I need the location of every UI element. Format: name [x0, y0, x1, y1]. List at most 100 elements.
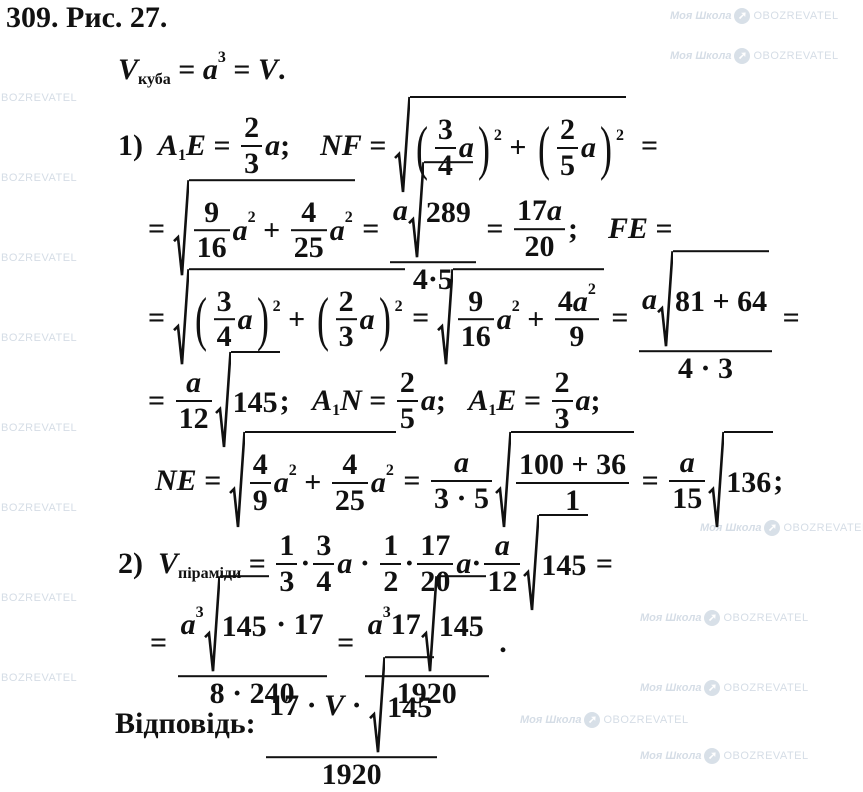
fraction-denominator: 8 · 240 — [207, 677, 298, 711]
math-variable: a — [202, 53, 218, 87]
math-variable: a — [496, 302, 512, 336]
math-text: = — [225, 53, 259, 87]
watermark-partner: OBOZREVATEL — [603, 714, 689, 726]
square-root: 145 — [215, 351, 280, 451]
math-variable: a — [329, 213, 345, 247]
square-root: 136 — [708, 431, 774, 531]
left-paren: ( — [194, 286, 207, 353]
fraction-numerator: 3 — [213, 285, 235, 321]
math-variable: V — [324, 689, 345, 723]
fraction-denominator: 9 — [566, 321, 587, 355]
superscript: 3 — [195, 604, 204, 622]
math-text: = — [625, 129, 659, 163]
math-text: = — [361, 384, 394, 418]
math-variable: a — [454, 446, 470, 480]
math-text: + — [296, 465, 329, 499]
math-text: = — [361, 129, 394, 163]
subscript: 1 — [488, 402, 497, 419]
fraction-denominator: 2 — [380, 565, 401, 599]
radical-sign — [495, 431, 511, 531]
math-text: 25 — [293, 231, 324, 265]
superscript: 2 — [344, 209, 353, 227]
math-text: 12 — [487, 565, 518, 598]
fraction-numerator: 1 — [276, 529, 298, 565]
math-variable: A — [468, 384, 489, 418]
math-variable: a — [370, 465, 386, 499]
math-text: . — [278, 53, 286, 87]
math-variable: V — [118, 53, 139, 87]
math-variable: a — [337, 547, 353, 581]
math-variable: V — [158, 547, 179, 581]
radicand: 81 + 64 — [672, 250, 770, 350]
fraction-denominator: 3 — [276, 565, 297, 599]
superscript: 3 — [217, 49, 226, 66]
math-text: . — [491, 626, 507, 660]
watermark-partner: OBOZREVATEL — [0, 422, 78, 434]
fraction-denominator: 1920 — [394, 677, 460, 711]
math-text: 9 — [569, 320, 585, 354]
math-text: = — [404, 301, 437, 335]
math-text: = — [206, 129, 239, 163]
math-text: · — [352, 547, 378, 581]
math-text: · 17 — [268, 608, 324, 642]
radical-sign — [229, 431, 245, 531]
superscript: 3 — [382, 604, 391, 622]
fraction-numerator: 4 — [290, 196, 327, 232]
square-root: 145 — [523, 514, 589, 614]
math-text: 20 — [524, 230, 555, 263]
subscript: піраміди — [178, 565, 242, 582]
math-text: = — [775, 301, 800, 335]
superscript: 2 — [272, 298, 281, 316]
math-text: 3 · 5 — [434, 482, 490, 515]
radicand: 136 — [724, 431, 774, 531]
math-variable: NE — [155, 464, 197, 498]
math-variable: a — [575, 384, 591, 418]
math-text: 4 — [316, 565, 332, 598]
math-text: Відповідь: — [115, 707, 264, 741]
fraction-numerator: a — [484, 529, 521, 565]
math-text: 1) — [118, 129, 158, 163]
math-text: · — [344, 689, 370, 723]
math-variable: a — [581, 130, 596, 164]
watermark-brand: Моя Школа — [670, 50, 732, 62]
watermark: Моя Школа➚OBOZREVATEL — [670, 8, 839, 25]
watermark-brand: Моя Школа — [700, 522, 762, 534]
math-text: 100 + 36 — [519, 447, 627, 481]
watermark-partner: OBOZREVATEL — [0, 172, 78, 184]
math-variable: E — [186, 129, 207, 163]
math-text: 1920 — [321, 758, 382, 792]
superscript: 2 — [247, 209, 256, 227]
math-text: 289 — [425, 195, 471, 229]
radical-sign — [523, 514, 539, 614]
fraction-denominator: 9 — [250, 484, 271, 518]
math-variable: a — [572, 284, 588, 318]
radicand: 289 — [423, 161, 473, 261]
watermark: Моя Школа➚OBOZREVATEL — [700, 520, 863, 537]
watermark-partner: OBOZREVATEL — [723, 682, 809, 694]
fraction-numerator: 9 — [193, 196, 230, 232]
math-text: 1920 — [396, 677, 457, 711]
fraction-denominator: 3 — [552, 402, 573, 436]
radical-sign — [369, 656, 385, 756]
watermark-brand: Моя Школа — [670, 10, 732, 22]
radicand: 145 — [436, 575, 486, 675]
